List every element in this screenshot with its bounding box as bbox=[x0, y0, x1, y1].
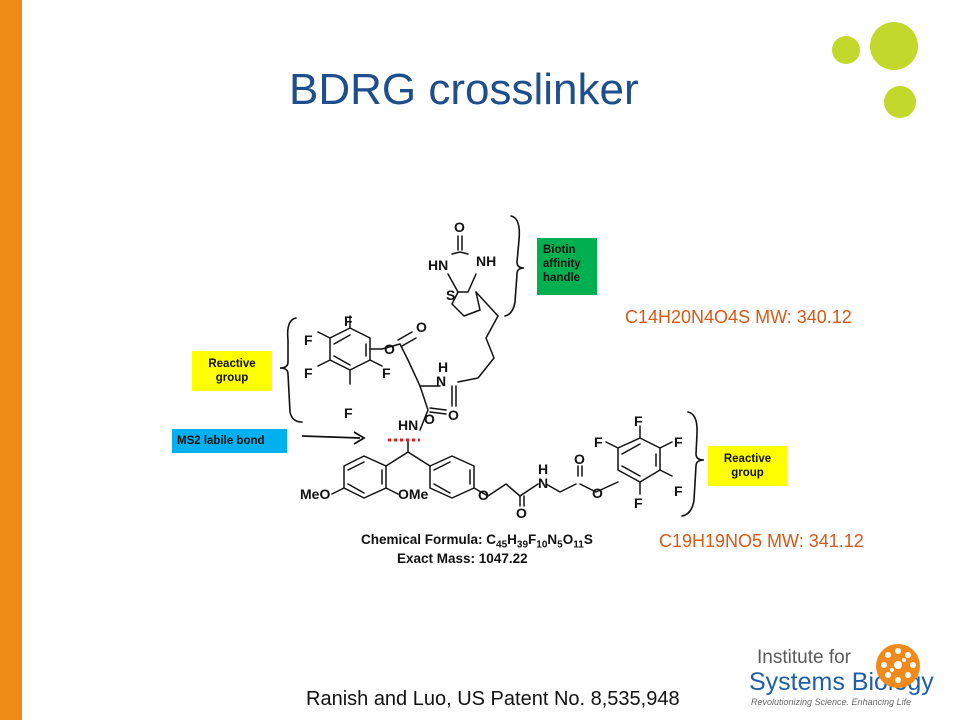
dot-small bbox=[832, 36, 860, 64]
atom-label: O bbox=[454, 219, 465, 235]
atom-label: H bbox=[438, 359, 448, 375]
atom-label: MeO bbox=[300, 486, 330, 502]
structure-brackets bbox=[279, 215, 705, 517]
dot-bottom bbox=[884, 86, 916, 118]
atom-label: F bbox=[634, 495, 643, 511]
atom-label: O bbox=[574, 451, 585, 467]
orange-side-bar bbox=[0, 0, 22, 720]
isb-logo-icon bbox=[876, 644, 920, 688]
logo-line1: Institute for bbox=[757, 647, 851, 668]
atom-label: F bbox=[304, 365, 313, 381]
atom-label: F bbox=[674, 434, 683, 450]
bottom-fragment-formula: C19H19NO5 MW: 341.12 bbox=[659, 531, 864, 551]
atom-label: F bbox=[344, 313, 353, 329]
atom-label: O bbox=[592, 485, 603, 501]
patent-citation: Ranish and Luo, US Patent No. 8,535,948 bbox=[306, 688, 680, 710]
atom-label: F bbox=[344, 405, 353, 421]
atom-label: O bbox=[416, 319, 427, 335]
atom-label: O bbox=[448, 407, 459, 423]
atom-label: F bbox=[382, 365, 391, 381]
ms2-labile-bond-label: MS2 labile bond bbox=[172, 429, 287, 453]
atom-label: F bbox=[634, 413, 643, 429]
atom-label: HN bbox=[398, 417, 418, 433]
isb-logo: Institute for Systems Biology Revolution… bbox=[745, 643, 934, 713]
slide-title: BDRG crosslinker bbox=[289, 65, 639, 114]
atom-label: N bbox=[538, 475, 548, 491]
atom-label: O bbox=[424, 411, 435, 427]
structure-bonds bbox=[317, 235, 673, 507]
atom-label: F bbox=[594, 434, 603, 450]
reactive-group-label-bottom: Reactive group bbox=[708, 446, 787, 486]
atom-label: HN bbox=[428, 257, 448, 273]
atom-label: F bbox=[304, 332, 313, 348]
atom-label: N bbox=[436, 373, 446, 389]
atom-label: NH bbox=[476, 253, 496, 269]
chemical-formula: Chemical Formula: C45H39F10N5O11S bbox=[361, 532, 593, 551]
atom-label: O bbox=[478, 487, 489, 503]
dot-large bbox=[870, 22, 918, 70]
atom-label: O bbox=[384, 341, 395, 357]
logo-tagline: Revolutionizing Science. Enhancing Life bbox=[751, 697, 912, 707]
reactive-group-label-top: Reactive group bbox=[192, 351, 272, 391]
biotin-label: Biotin affinity handle bbox=[537, 238, 597, 295]
chemical-structure: O HN NH S F F F F F O O H N O HN O MeO O… bbox=[279, 215, 705, 521]
atom-label: F bbox=[674, 483, 683, 499]
exact-mass: Exact Mass: 1047.22 bbox=[397, 551, 528, 566]
atom-label: H bbox=[538, 461, 548, 477]
atom-label: S bbox=[446, 287, 455, 303]
atom-label: O bbox=[516, 505, 527, 521]
formula-elements: C45H39F10N5O11S bbox=[486, 532, 593, 551]
biotin-fragment-formula: C14H20N4O4S MW: 340.12 bbox=[625, 307, 852, 327]
atom-labels: O HN NH S F F F F F O O H N O HN O MeO O… bbox=[300, 219, 683, 521]
atom-label: OMe bbox=[398, 486, 429, 502]
labile-arrow bbox=[301, 431, 366, 445]
